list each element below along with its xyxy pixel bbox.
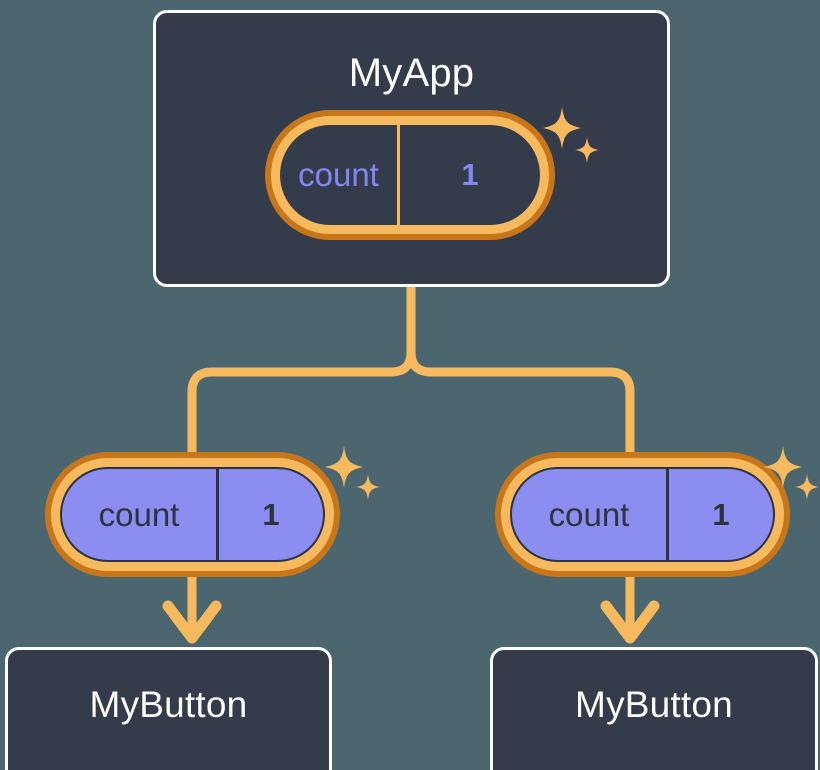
pill-inner-ring: count 1: [271, 116, 549, 234]
component-title-myapp: MyApp: [348, 51, 475, 95]
component-box-mybutton-left[interactable]: MyButton: [5, 647, 332, 770]
pill-outer-ring: count 1: [495, 452, 790, 577]
state-pill-root[interactable]: count 1: [265, 110, 555, 240]
arrow-down-icon-left: [162, 600, 222, 644]
state-key-label: count: [548, 495, 630, 533]
pill-body: count 1: [510, 467, 775, 562]
pill-body: count 1: [60, 467, 325, 562]
pill-inner-ring: count 1: [51, 458, 334, 571]
state-value-label: 1: [216, 469, 323, 560]
wire-root-to-left: [187, 282, 416, 457]
state-key-label: count: [98, 495, 180, 533]
state-pill-child-right[interactable]: count 1: [495, 452, 790, 577]
pill-outer-ring: count 1: [45, 452, 340, 577]
state-value-label: 1: [666, 469, 773, 560]
state-value-label: 1: [397, 125, 540, 225]
arrow-down-icon-right: [600, 600, 660, 644]
wire-root-to-right: [406, 282, 635, 457]
pill-outer-ring: count 1: [265, 110, 555, 240]
component-title-mybutton-left: MyButton: [89, 684, 248, 725]
state-key-label: count: [298, 156, 379, 193]
state-pill-child-left[interactable]: count 1: [45, 452, 340, 577]
pill-inner-ring: count 1: [501, 458, 784, 571]
component-title-mybutton-right: MyButton: [575, 684, 733, 725]
component-box-mybutton-right[interactable]: MyButton: [490, 647, 818, 770]
pill-body: count 1: [280, 125, 540, 225]
